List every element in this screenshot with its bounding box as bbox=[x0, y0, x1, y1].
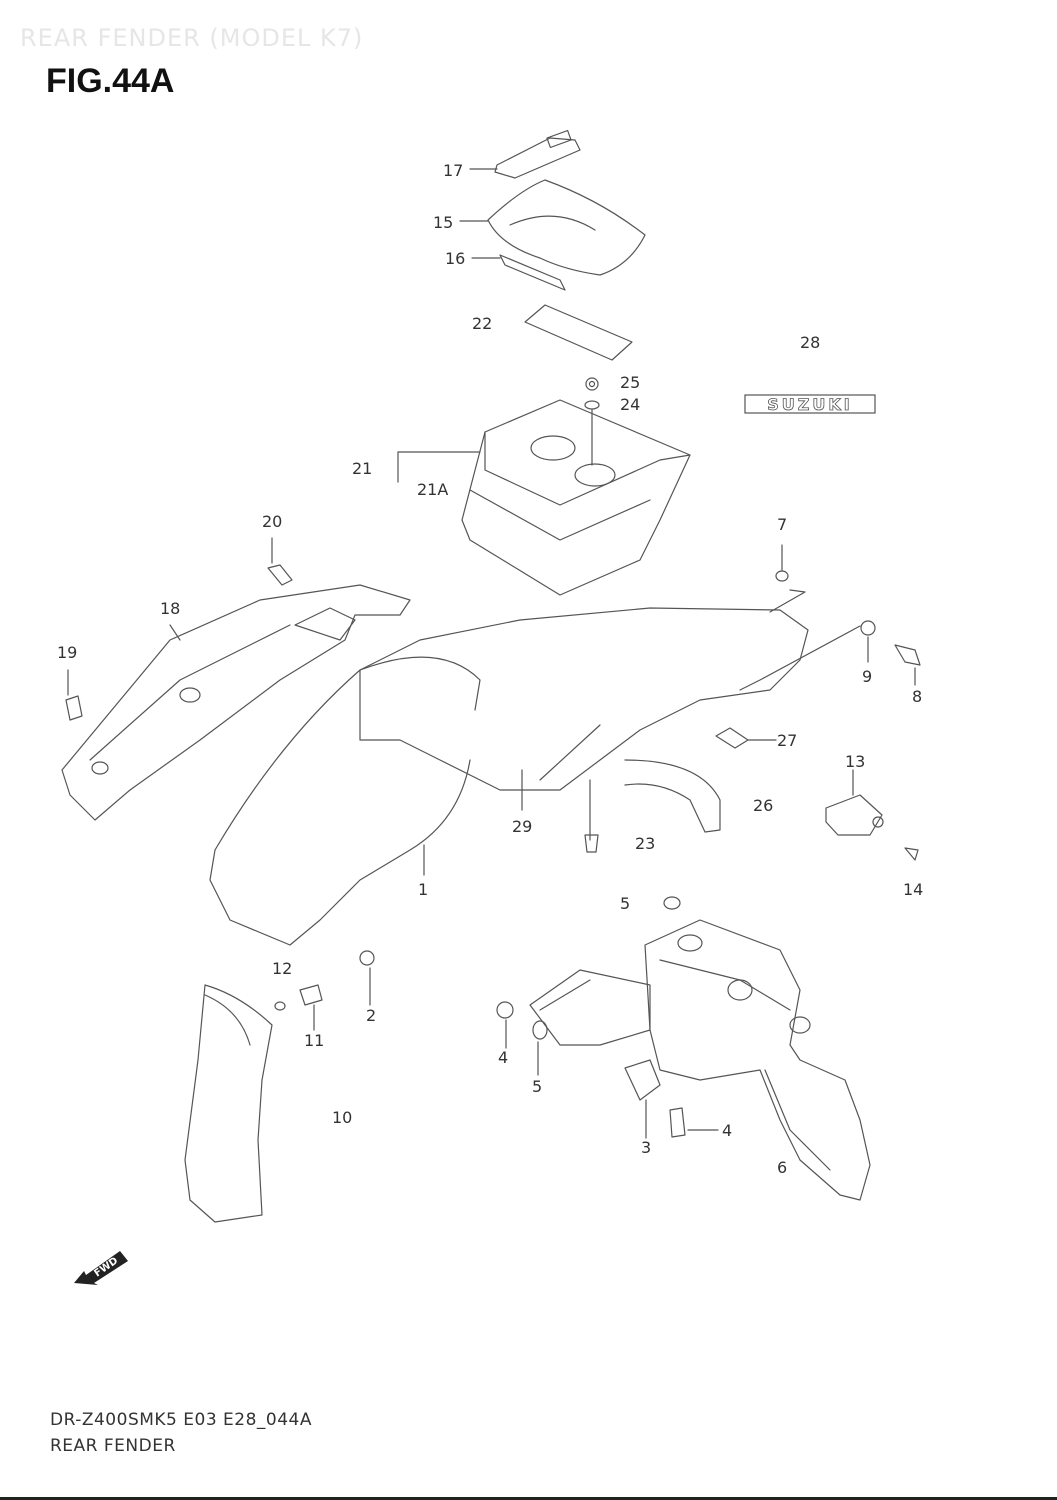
callout-9: 9 bbox=[862, 667, 872, 686]
callout-12: 12 bbox=[272, 959, 292, 978]
callout-13: 13 bbox=[845, 752, 865, 771]
part-24-washer bbox=[584, 400, 600, 410]
callout-labels: 17 15 16 22 28 25 24 21 21A 20 7 18 19 9… bbox=[57, 161, 923, 1177]
part-8-bolt bbox=[894, 644, 921, 686]
callout-23: 23 bbox=[635, 834, 655, 853]
callout-25: 25 bbox=[620, 373, 640, 392]
part-21-battery-box bbox=[397, 399, 691, 596]
section-name: REAR FENDER bbox=[50, 1436, 176, 1456]
callout-7: 7 bbox=[777, 515, 787, 534]
callout-6: 6 bbox=[777, 1158, 787, 1177]
part-4-bolt-left bbox=[496, 1001, 514, 1049]
part-26-bracket bbox=[624, 759, 721, 833]
callout-19: 19 bbox=[57, 643, 77, 662]
callout-1: 1 bbox=[418, 880, 428, 899]
callout-5-left: 5 bbox=[532, 1077, 542, 1096]
part-22-plate bbox=[524, 304, 633, 361]
part-16-bolt bbox=[471, 254, 566, 291]
part-25-nut bbox=[585, 377, 599, 391]
drawing-code: DR-Z400SMK5 E03 E28_044A bbox=[50, 1410, 312, 1430]
callout-17: 17 bbox=[443, 161, 463, 180]
part-5-collar-left bbox=[532, 1020, 548, 1076]
callout-2: 2 bbox=[366, 1006, 376, 1025]
callout-14: 14 bbox=[903, 880, 923, 899]
callout-26: 26 bbox=[753, 796, 773, 815]
callout-27: 27 bbox=[777, 731, 797, 750]
part-4-bolt-lower bbox=[669, 1107, 719, 1138]
faded-model-title: REAR FENDER (MODEL K7) bbox=[20, 24, 364, 52]
callout-16: 16 bbox=[445, 249, 465, 268]
part-18-side-cover bbox=[61, 584, 411, 821]
part-14-screw bbox=[904, 847, 919, 861]
forward-direction-arrow: FWD bbox=[72, 1245, 132, 1291]
callout-18: 18 bbox=[160, 599, 180, 618]
callout-24: 24 bbox=[620, 395, 640, 414]
callout-3: 3 bbox=[641, 1138, 651, 1157]
callout-4-lower: 4 bbox=[722, 1121, 732, 1140]
frame-bottom-border bbox=[0, 1497, 1057, 1500]
part-19-bolt bbox=[65, 669, 83, 721]
part-7-clamp bbox=[769, 544, 806, 613]
part-17-strap-buckle bbox=[469, 129, 581, 179]
part-15-tail-cover bbox=[459, 179, 646, 276]
callout-8: 8 bbox=[912, 687, 922, 706]
callout-22: 22 bbox=[472, 314, 492, 333]
callout-10: 10 bbox=[332, 1108, 352, 1127]
decal-label: SUZUKI bbox=[767, 395, 852, 414]
part-5-collar-top bbox=[663, 896, 681, 910]
callout-5-top: 5 bbox=[620, 894, 630, 913]
part-20-bolt bbox=[267, 537, 293, 586]
callout-20: 20 bbox=[262, 512, 282, 531]
fwd-arrow-icon: FWD bbox=[74, 1251, 128, 1285]
callout-21: 21 bbox=[352, 459, 372, 478]
part-13-relay bbox=[825, 769, 884, 836]
callout-29: 29 bbox=[512, 817, 532, 836]
part-6-tail-light-assembly bbox=[529, 919, 871, 1201]
callout-21a: 21A bbox=[417, 480, 448, 499]
part-27-clip bbox=[715, 727, 777, 749]
callout-4-left: 4 bbox=[498, 1048, 508, 1067]
part-11-bolt bbox=[274, 984, 323, 1031]
part-10-mud-flap bbox=[184, 984, 273, 1223]
figure-title: FIG.44A bbox=[46, 62, 175, 100]
part-3-bracket bbox=[624, 1059, 661, 1139]
part-1-rear-fender bbox=[209, 607, 809, 946]
callout-15: 15 bbox=[433, 213, 453, 232]
part-2-nut bbox=[359, 950, 375, 1006]
part-9-washer bbox=[739, 620, 876, 691]
callout-11: 11 bbox=[304, 1031, 324, 1050]
part-28-suzuki-decal: SUZUKI bbox=[744, 394, 876, 414]
callout-28: 28 bbox=[800, 333, 820, 352]
